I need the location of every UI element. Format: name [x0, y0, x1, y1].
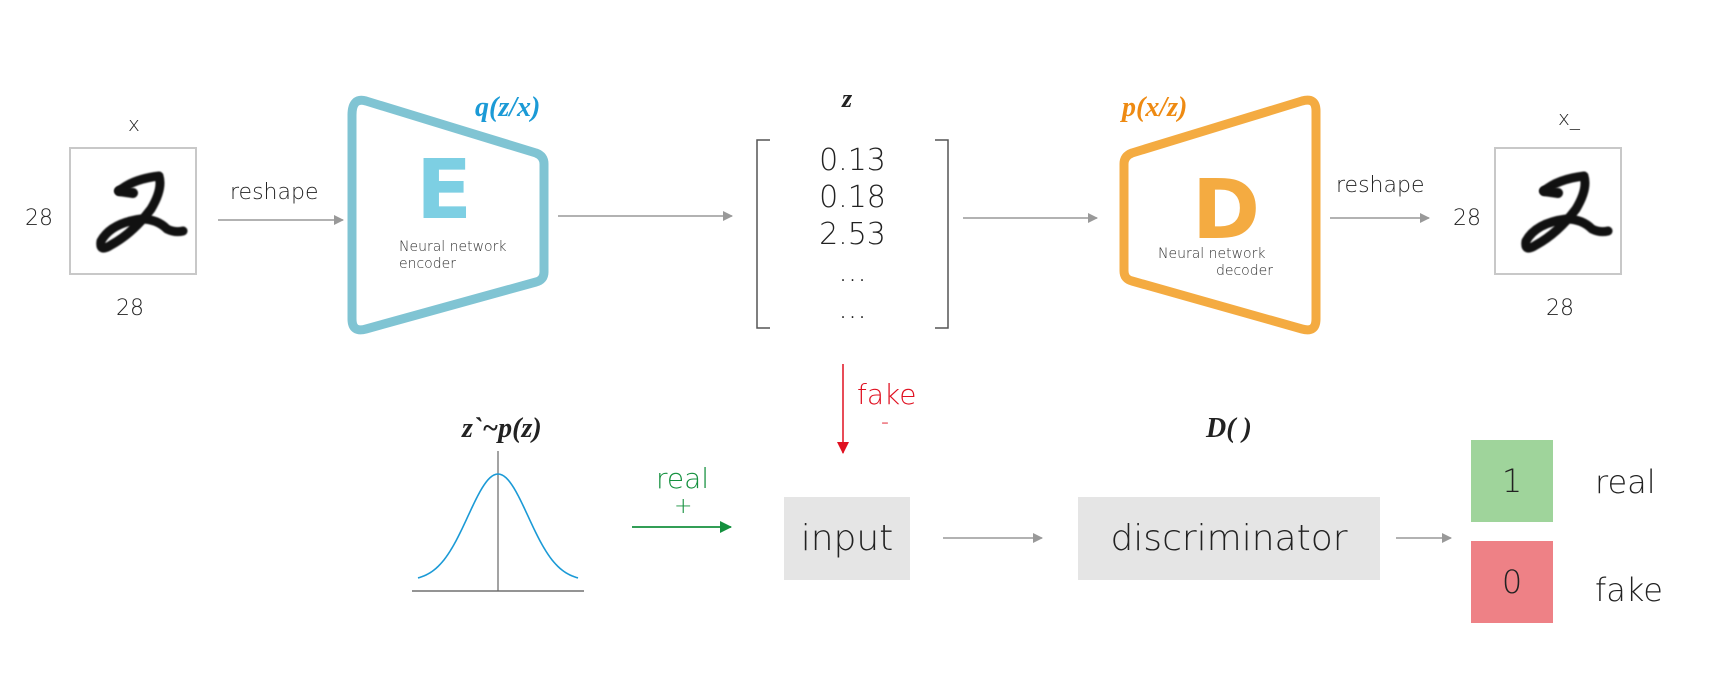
latent-value: 2.53 [819, 217, 886, 252]
output-real-value: 1 [1501, 462, 1523, 500]
output-image-label: x_ [1558, 106, 1580, 130]
input-image-width-label: 28 [116, 296, 144, 321]
decoder-caption-line2: decoder [1215, 263, 1273, 279]
output-fake-label: fake [1595, 571, 1663, 609]
latent-value: 0.13 [819, 143, 886, 178]
encoder-caption-line1: Neural network [399, 239, 507, 255]
encoder-caption: Neural network encoder [399, 239, 507, 273]
reshape-in-label: reshape [230, 180, 319, 205]
latent-vector: 0.13 0.18 2.53 ... ... [770, 142, 935, 327]
latent-right-bracket [935, 139, 949, 329]
output-real-label: real [1595, 463, 1656, 501]
discriminator-box: discriminator [1078, 497, 1380, 580]
encoder-trapezoid [347, 95, 549, 335]
decoder-caption-line1: Neural network [1158, 246, 1266, 262]
output-image-height-label: 28 [1453, 206, 1481, 231]
latent-label: z [842, 84, 853, 113]
decoder-trapezoid [1119, 95, 1321, 335]
digit-2-glyph [1521, 171, 1613, 253]
output-fake-box: 0 [1471, 541, 1553, 623]
prior-label: z`~p(z) [462, 413, 542, 444]
discriminator-label: discriminator [1110, 518, 1348, 559]
input-image-height-label: 28 [25, 206, 53, 231]
latent-value: ... [838, 291, 867, 326]
encoder-letter: E [416, 143, 473, 238]
input-box-label: input [800, 518, 894, 559]
fake-arrow-label: fake [857, 378, 917, 411]
input-box: input [784, 497, 910, 580]
encoder-caption-line2: encoder [399, 256, 457, 272]
real-arrow-label: real [656, 462, 710, 495]
output-real-box: 1 [1471, 440, 1553, 522]
decoder-distribution-label: p(x/z) [1122, 92, 1188, 123]
discriminator-function-label: D( ) [1206, 413, 1252, 444]
latent-left-bracket [756, 139, 770, 329]
decoder-letter: D [1192, 163, 1261, 258]
prior-gaussian-curve [417, 473, 579, 579]
output-digit-image [1494, 147, 1622, 275]
latent-value: 0.18 [819, 180, 886, 215]
output-fake-value: 0 [1501, 563, 1523, 601]
fake-arrow-sign: - [881, 410, 889, 435]
decoder-caption: Neural network decoder [1158, 246, 1273, 280]
digit-2-glyph [96, 171, 188, 253]
encoder-distribution-label: q(z/x) [475, 92, 541, 123]
real-arrow-sign: + [674, 494, 693, 519]
latent-value: ... [838, 254, 867, 289]
output-image-width-label: 28 [1546, 296, 1574, 321]
input-digit-image [69, 147, 197, 275]
input-image-label: x [128, 112, 140, 136]
reshape-out-label: reshape [1336, 173, 1425, 198]
